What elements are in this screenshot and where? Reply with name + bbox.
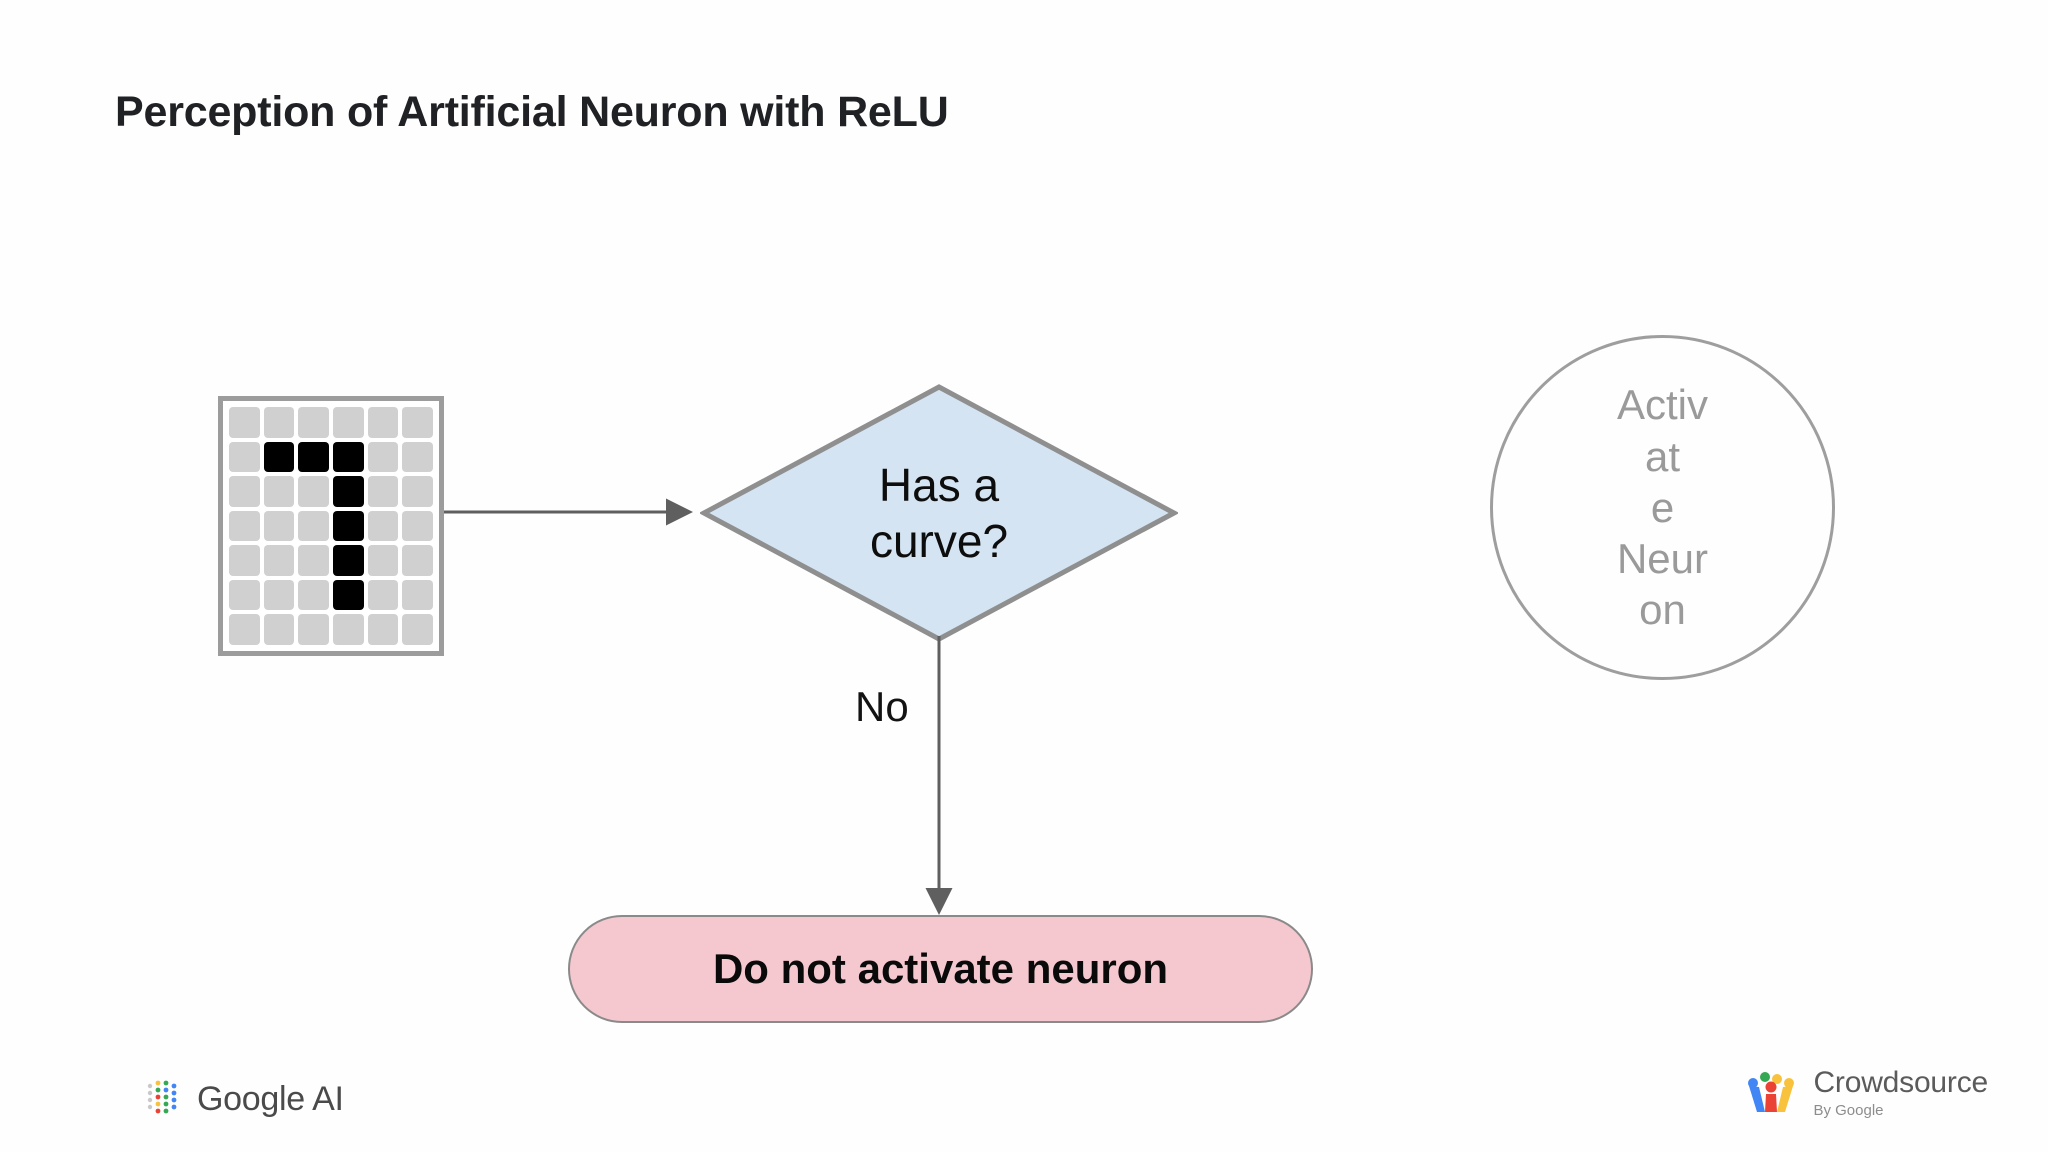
pixel-cell	[367, 476, 399, 507]
pixel-cell	[332, 510, 364, 542]
pixel-cell	[298, 579, 329, 611]
pixel-cell	[367, 510, 399, 542]
activate-label-line3: Neuron	[1616, 535, 1709, 634]
pixel-cell	[298, 614, 329, 645]
crowdsource-subtitle: By Google	[1813, 1102, 1884, 1119]
pixel-cell	[367, 407, 399, 438]
pixel-cell	[298, 510, 329, 542]
pixel-cell	[367, 614, 399, 645]
pixel-cell	[332, 545, 364, 576]
pixel-cell	[332, 579, 364, 611]
pixel-cell	[263, 545, 295, 576]
pixel-cell	[367, 441, 399, 473]
pixel-cell	[402, 476, 433, 507]
pixel-cell	[229, 510, 260, 542]
crowdsource-title: Crowdsource	[1813, 1066, 1988, 1099]
pixel-cell	[263, 476, 295, 507]
pixel-cell	[229, 545, 260, 576]
edge-label-no: No	[855, 683, 909, 730]
input-pixel-grid	[218, 396, 444, 656]
crowdsource-people-icon	[1748, 1072, 1795, 1112]
pixel-cell	[263, 579, 295, 611]
pixel-cell	[402, 545, 433, 576]
pixel-cell	[263, 441, 295, 473]
activate-neuron-node[interactable]: Activat e Neuron	[1490, 335, 1835, 680]
google-ai-label: Google AI	[197, 1079, 344, 1118]
pixel-cell	[229, 407, 260, 438]
google-ai-dots-icon	[147, 1080, 177, 1114]
google-ai-logo: Google AI	[144, 1078, 344, 1120]
crowdsource-logo: Crowdsource By Google	[1743, 1068, 1988, 1118]
pixel-cell	[367, 579, 399, 611]
pixel-cell	[229, 476, 260, 507]
activate-label-line2: e	[1650, 483, 1675, 531]
page-title: Perception of Artificial Neuron with ReL…	[115, 88, 949, 136]
decision-node-has-a-curve[interactable]: Has a curve?	[700, 383, 1178, 643]
pixel-cell	[332, 441, 364, 473]
pixel-cell	[298, 407, 329, 438]
pixel-cell	[402, 441, 433, 473]
pixel-cell	[402, 579, 433, 611]
pixel-cell	[298, 476, 329, 507]
pixel-cell	[332, 476, 364, 507]
activate-neuron-label: Activat e Neuron	[1613, 379, 1713, 635]
do-not-activate-neuron-node[interactable]: Do not activate neuron	[568, 915, 1313, 1023]
pixel-cell	[367, 545, 399, 576]
activate-label-line1: Activat	[1616, 381, 1708, 480]
pixel-cell	[402, 510, 433, 542]
pixel-cell	[263, 614, 295, 645]
pixel-cell	[402, 614, 433, 645]
arrow-decision-to-reject-icon	[925, 636, 953, 915]
pixel-cell	[402, 407, 433, 438]
do-not-activate-neuron-label: Do not activate neuron	[712, 945, 1169, 992]
crowdsource-text: Crowdsource By Google	[1813, 1066, 1988, 1119]
pixel-cell	[229, 579, 260, 611]
pixel-cell	[229, 441, 260, 473]
pixel-cell	[229, 614, 260, 645]
pixel-cell	[332, 614, 364, 645]
pixel-cell	[332, 407, 364, 438]
pixel-cell	[263, 510, 295, 542]
diamond-shape	[700, 384, 1178, 642]
arrow-grid-to-decision-icon	[444, 498, 693, 526]
pixel-cell	[298, 441, 329, 473]
pixel-grid-cells	[229, 407, 433, 645]
pixel-cell	[263, 407, 295, 438]
pixel-cell	[298, 545, 329, 576]
